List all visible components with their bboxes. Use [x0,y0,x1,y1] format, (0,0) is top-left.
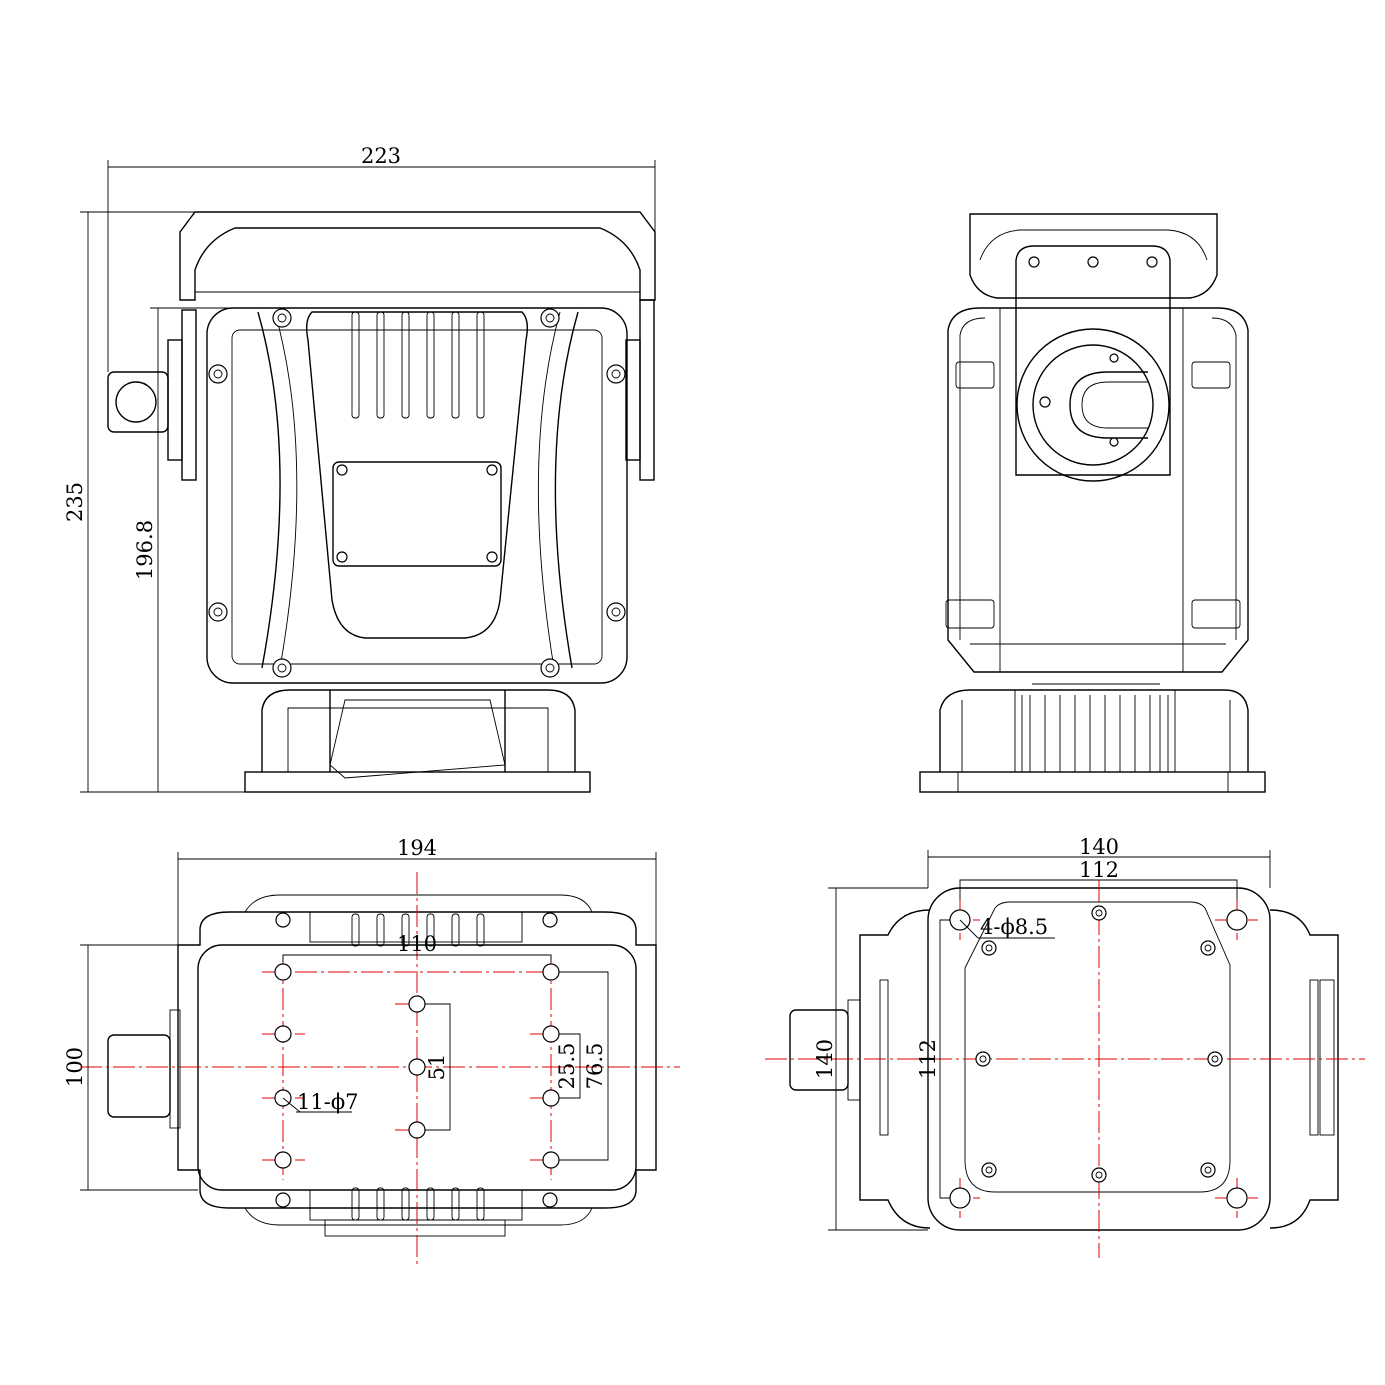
callout-bottom-holes: 11-ϕ7 [297,1090,359,1114]
bottom-mount-holes [274,963,560,1169]
dim-plate-hole-spacing-x: 112 [1079,858,1119,882]
dimension-labels: 223 235 196.8 194 100 110 51 25.5 76.5 1… [63,144,1119,1114]
dim-bottom-width: 194 [397,836,437,860]
dim-plate-hole-spacing-y: 112 [916,1039,940,1079]
dim-bottom-depth: 100 [63,1047,87,1087]
side-view [919,213,1266,793]
plate-mount-holes [949,909,1248,1209]
dim-bottom-hole-spacing-x: 110 [397,932,437,956]
dim-bottom-center-spacing: 51 [425,1054,449,1081]
dim-plate-width: 140 [1079,835,1119,859]
dim-front-width: 223 [361,144,401,168]
plate-view [765,879,1365,1258]
dim-bottom-spacing-a: 25.5 [555,1043,579,1090]
dim-front-height: 235 [63,482,87,522]
vent-slots [351,311,485,419]
front-view [107,211,656,793]
name-plate [332,461,502,567]
cooling-fins [1021,695,1169,772]
callout-plate-holes: 4-ϕ8.5 [980,915,1048,939]
dimension-lines [80,160,1271,1231]
dim-bottom-spacing-b: 76.5 [583,1043,607,1090]
dim-front-inner-height: 196.8 [133,520,157,580]
dim-plate-height: 140 [813,1039,837,1079]
bottom-view [80,872,680,1265]
